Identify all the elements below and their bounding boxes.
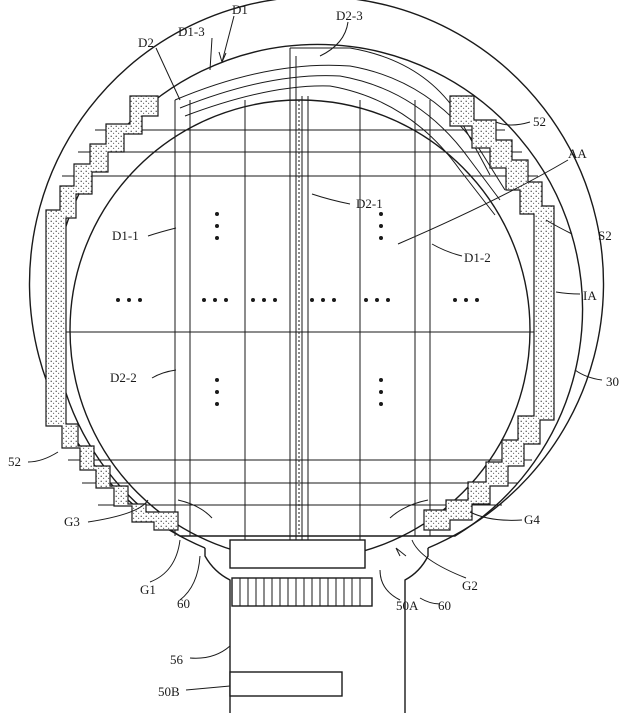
label-ia: IA [583,288,597,303]
label-50a: 50A [396,598,419,613]
label-d2-3: D2-3 [336,8,363,23]
label-g2: G2 [462,578,478,593]
gate-arc-right [389,499,429,519]
label-d1-2: D1-2 [464,250,491,265]
scan-lines [55,129,545,506]
label-g3: G3 [64,514,80,529]
data-lines [174,96,431,540]
pad-region-outline [204,548,231,713]
ellipsis-dots [116,212,479,406]
label-60-left: 60 [177,596,190,611]
label-56: 56 [170,652,184,667]
label-d1-1: D1-1 [112,228,139,243]
arrow-aa-bottom [395,547,407,557]
label-s2: S2 [598,228,612,243]
label-g4: G4 [524,512,540,527]
substrate-outline [28,0,605,549]
label-30: 30 [606,374,619,389]
driver-chip [229,539,366,569]
label-50b: 50B [158,684,180,699]
label-g1: G1 [140,582,156,597]
label-52-left: 52 [8,454,21,469]
active-area-circle [69,99,531,561]
label-60-right: 60 [438,598,451,613]
leader-lines [27,15,603,691]
label-d2-1: D2-1 [356,196,383,211]
pad-region-outline-right [404,548,429,713]
connector-pad-block [231,577,373,607]
label-d1: D1 [232,2,248,17]
label-d2: D2 [138,35,154,50]
arrow-d1 [218,51,227,63]
label-d1-3: D1-3 [178,24,205,39]
sealant-right [423,95,555,531]
gate-arc-left [177,499,213,519]
connector-pins [239,578,361,606]
label-52-top: 52 [533,114,546,129]
sealant-left [45,95,179,531]
label-d2-2: D2-2 [110,370,137,385]
secondary-chip [229,671,343,697]
label-aa: AA [568,146,587,161]
